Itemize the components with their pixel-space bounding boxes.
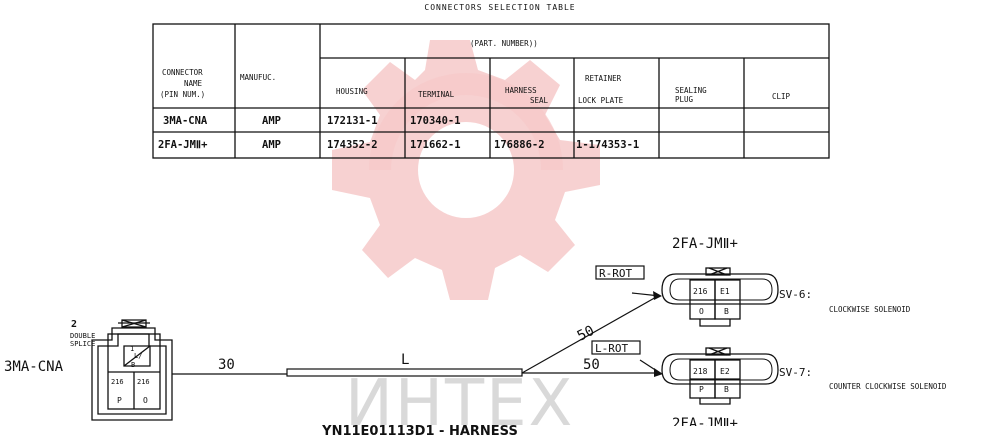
left-connector-name: 3MA-CNA: [4, 359, 64, 375]
row2-terminal: 171662-1: [410, 139, 461, 151]
header-connector-1: CONNECTOR: [162, 68, 203, 77]
left-connector-number: 2: [71, 319, 77, 330]
header-sealing-plug-2: PLUG: [675, 95, 694, 104]
header-harness-seal-1: HARNESS: [505, 86, 537, 95]
header-retainer-1: RETAINER: [585, 74, 622, 83]
left-cell-top-2: L/: [134, 352, 142, 360]
harness-label: L: [401, 352, 409, 368]
upper-connector-name: 2FA-JMⅡ+: [672, 236, 738, 252]
left-cell-top-3: B: [131, 361, 135, 369]
upper-cell-color-1: O: [699, 307, 704, 316]
header-housing: HOUSING: [336, 87, 368, 96]
row2-manufac: AMP: [262, 139, 281, 151]
wire-left-length: 30: [218, 357, 235, 373]
row1-connector: 3MA-CNA: [163, 115, 208, 127]
row2-connector: 2FA-JMⅡ+: [158, 139, 207, 151]
arrow-upper-icon: [653, 291, 662, 300]
header-part-number: (PART. NUMBER)): [470, 39, 538, 48]
left-cell-top-1: 1: [130, 345, 134, 353]
lower-connector-name: 2FA-JMⅡ+: [672, 416, 738, 426]
lower-connector: 218 E2 P B 2FA-JMⅡ+ SV-7: COUNTER CLOCKW…: [661, 347, 947, 426]
header-manufac: MANUFUC.: [240, 73, 276, 82]
lower-description: COUNTER CLOCKWISE SOLENOID: [829, 382, 947, 391]
left-cell-color-2: O: [143, 396, 148, 405]
harness-diagram: 1 L/ B 216 216 P O DOUBLE SPLICE 2 3MA-C…: [4, 236, 947, 426]
connector-table: (PART. NUMBER)) CONNECTOR NAME (PIN NUM.…: [152, 23, 830, 159]
lower-cell-color-1: P: [699, 385, 704, 394]
upper-signal: SV-6:: [779, 288, 812, 301]
row1-manufac: AMP: [262, 115, 281, 127]
branch-upper-length: 50: [575, 323, 597, 345]
table-title: CONNECTORS SELECTION TABLE: [424, 3, 576, 12]
header-harness-seal-2: SEAL: [530, 96, 549, 105]
upper-description: CLOCKWISE SOLENOID: [829, 305, 911, 314]
row2-retainer: 1-174353-1: [576, 139, 639, 151]
row1-housing: 172131-1: [327, 115, 378, 127]
upper-cell-color-2: B: [724, 307, 729, 316]
left-note-2: SPLICE: [70, 340, 95, 348]
header-terminal: TERMINAL: [418, 90, 455, 99]
header-clip: CLIP: [772, 92, 791, 101]
left-connector: 1 L/ B 216 216 P O DOUBLE SPLICE 2 3MA-C…: [4, 319, 173, 421]
row1-terminal: 170340-1: [410, 115, 461, 127]
lower-signal: SV-7:: [779, 366, 812, 379]
row2-harness-seal: 176886-2: [494, 139, 545, 151]
header-retainer-2: LOCK PLATE: [578, 96, 624, 105]
lower-cell-pin-1: 218: [693, 367, 708, 376]
left-cell-pin-1: 216: [111, 378, 124, 386]
left-cell-pin-2: 216: [137, 378, 150, 386]
header-connector-2: NAME: [184, 79, 203, 88]
lower-cell-pin-2: E2: [720, 367, 730, 376]
diagram-caption: YN11E01113D1 - HARNESS: [322, 424, 518, 439]
upper-cell-pin-2: E1: [720, 287, 730, 296]
header-sealing-plug-1: SEALING: [675, 86, 707, 95]
watermark-text: ИНТЕХ: [345, 367, 575, 441]
upper-connector: 216 E1 O B 2FA-JMⅡ+ SV-6: CLOCKWISE SOLE…: [661, 236, 911, 327]
arrow-lower-icon: [654, 368, 663, 377]
header-connector-3: (PIN NUM.): [160, 90, 205, 99]
tag-r-rot: R-ROT: [599, 267, 632, 280]
left-note-1: DOUBLE: [70, 332, 95, 340]
upper-cell-pin-1: 216: [693, 287, 708, 296]
left-cell-color-1: P: [117, 396, 122, 405]
branch-lower-length: 50: [583, 357, 600, 373]
row2-housing: 174352-2: [327, 139, 378, 151]
lower-cell-color-2: B: [724, 385, 729, 394]
tag-l-rot: L-ROT: [595, 342, 628, 355]
